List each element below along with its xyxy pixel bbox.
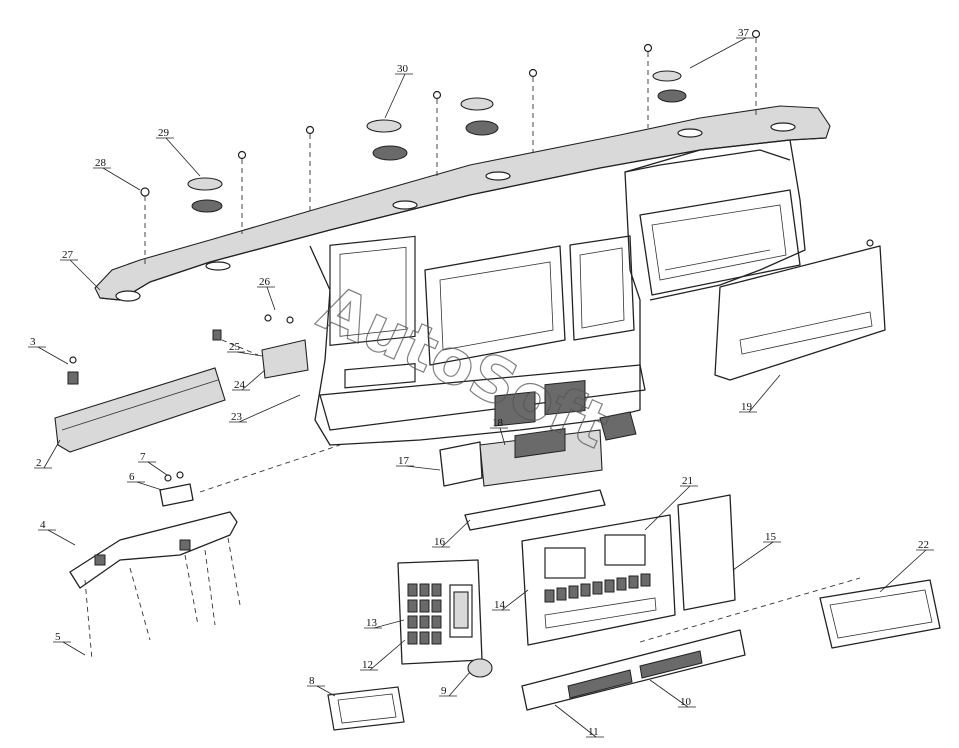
callout-label-4: 4 — [40, 519, 46, 531]
callout-label-25: 25 — [229, 341, 241, 353]
callout-label-13: 13 — [366, 617, 378, 629]
screw — [432, 90, 442, 178]
callout-leader-10 — [649, 679, 689, 708]
button-row — [544, 573, 651, 603]
callout-leader-37 — [689, 37, 747, 69]
callout-leader-19 — [748, 374, 781, 413]
callout-leader-9 — [448, 671, 471, 697]
svg-text:AutoSoft: AutoSoft — [308, 271, 619, 463]
switch-panel — [397, 559, 483, 665]
callout-label-27: 27 — [62, 249, 74, 261]
small-trim-piece — [212, 314, 309, 379]
callout-leader-28 — [102, 167, 141, 191]
left-side-trim — [54, 356, 226, 453]
callout-label-16: 16 — [434, 536, 446, 548]
callout-leader-14 — [501, 589, 529, 611]
screw — [643, 43, 653, 128]
callout-leader-18 — [499, 427, 506, 446]
knob — [467, 658, 493, 678]
screw — [140, 187, 150, 268]
callout-label-28: 28 — [95, 157, 107, 169]
screw — [237, 150, 247, 234]
callout-label-12: 12 — [362, 659, 373, 671]
callout-label-29: 29 — [158, 127, 170, 139]
center-console-bezel — [521, 514, 676, 646]
callout-leader-26 — [266, 286, 276, 311]
callout-leader-17 — [405, 465, 441, 471]
callout-leader-29 — [165, 137, 201, 177]
callout-label-23: 23 — [231, 411, 243, 423]
screw — [528, 68, 538, 152]
top-panel-screws — [140, 29, 761, 268]
switch-grid — [407, 583, 442, 645]
callout-label-26: 26 — [259, 276, 271, 288]
callout-label-10: 10 — [680, 696, 692, 708]
callout-leader-7 — [147, 461, 168, 476]
callout-label-21: 21 — [682, 475, 693, 487]
callout-label-5: 5 — [55, 631, 61, 643]
callout-leader-4 — [47, 529, 76, 546]
callout-leader-15 — [732, 541, 774, 571]
callout-leader-16 — [441, 519, 471, 548]
callout-label-8: 8 — [309, 675, 315, 687]
callout-label-3: 3 — [30, 336, 36, 348]
callout-leader-13 — [373, 619, 405, 629]
speaker-grilles — [187, 70, 687, 213]
blank-cover-plate — [677, 494, 736, 611]
trim-frame — [327, 686, 405, 731]
callout-label-37: 37 — [738, 27, 750, 39]
callout-label-6: 6 — [129, 471, 135, 483]
callout-label-9: 9 — [441, 685, 447, 697]
callout-label-18: 18 — [492, 417, 504, 429]
callout-leader-3 — [37, 346, 69, 365]
callout-leader-5 — [62, 641, 86, 656]
callout-label-22: 22 — [918, 539, 929, 551]
callout-leader-21 — [644, 485, 691, 531]
callout-label-2: 2 — [36, 457, 42, 469]
lower-trim-strip — [521, 629, 746, 711]
callout-leader-30 — [384, 73, 406, 119]
callout-label-19: 19 — [741, 401, 753, 413]
callout-leader-8 — [316, 685, 336, 697]
callout-label-15: 15 — [765, 531, 777, 543]
callout-label-14: 14 — [494, 599, 506, 611]
callout-leader-11 — [554, 704, 597, 738]
callout-leader-25 — [236, 351, 263, 357]
screw — [751, 29, 761, 118]
watermark: AutoSoft — [308, 270, 620, 463]
callout-leader-12 — [369, 639, 406, 671]
callout-leader-24 — [241, 369, 266, 391]
glove-box-lid — [714, 239, 886, 381]
callout-leader-6 — [136, 481, 163, 491]
callout-label-30: 30 — [397, 63, 409, 75]
storage-tray — [639, 577, 941, 649]
callout-leader-22 — [879, 549, 927, 593]
callout-label-7: 7 — [140, 451, 146, 463]
callout-label-11: 11 — [588, 726, 599, 738]
center-air-vents — [439, 379, 606, 531]
dashboard-body — [309, 139, 806, 446]
callout-leader-27 — [69, 259, 101, 291]
left-lower-bracket — [69, 444, 341, 661]
callout-label-17: 17 — [398, 455, 410, 467]
callout-leader-2 — [43, 439, 61, 469]
callout-label-24: 24 — [234, 379, 246, 391]
screw — [305, 125, 315, 213]
callout-leader-23 — [238, 394, 301, 423]
